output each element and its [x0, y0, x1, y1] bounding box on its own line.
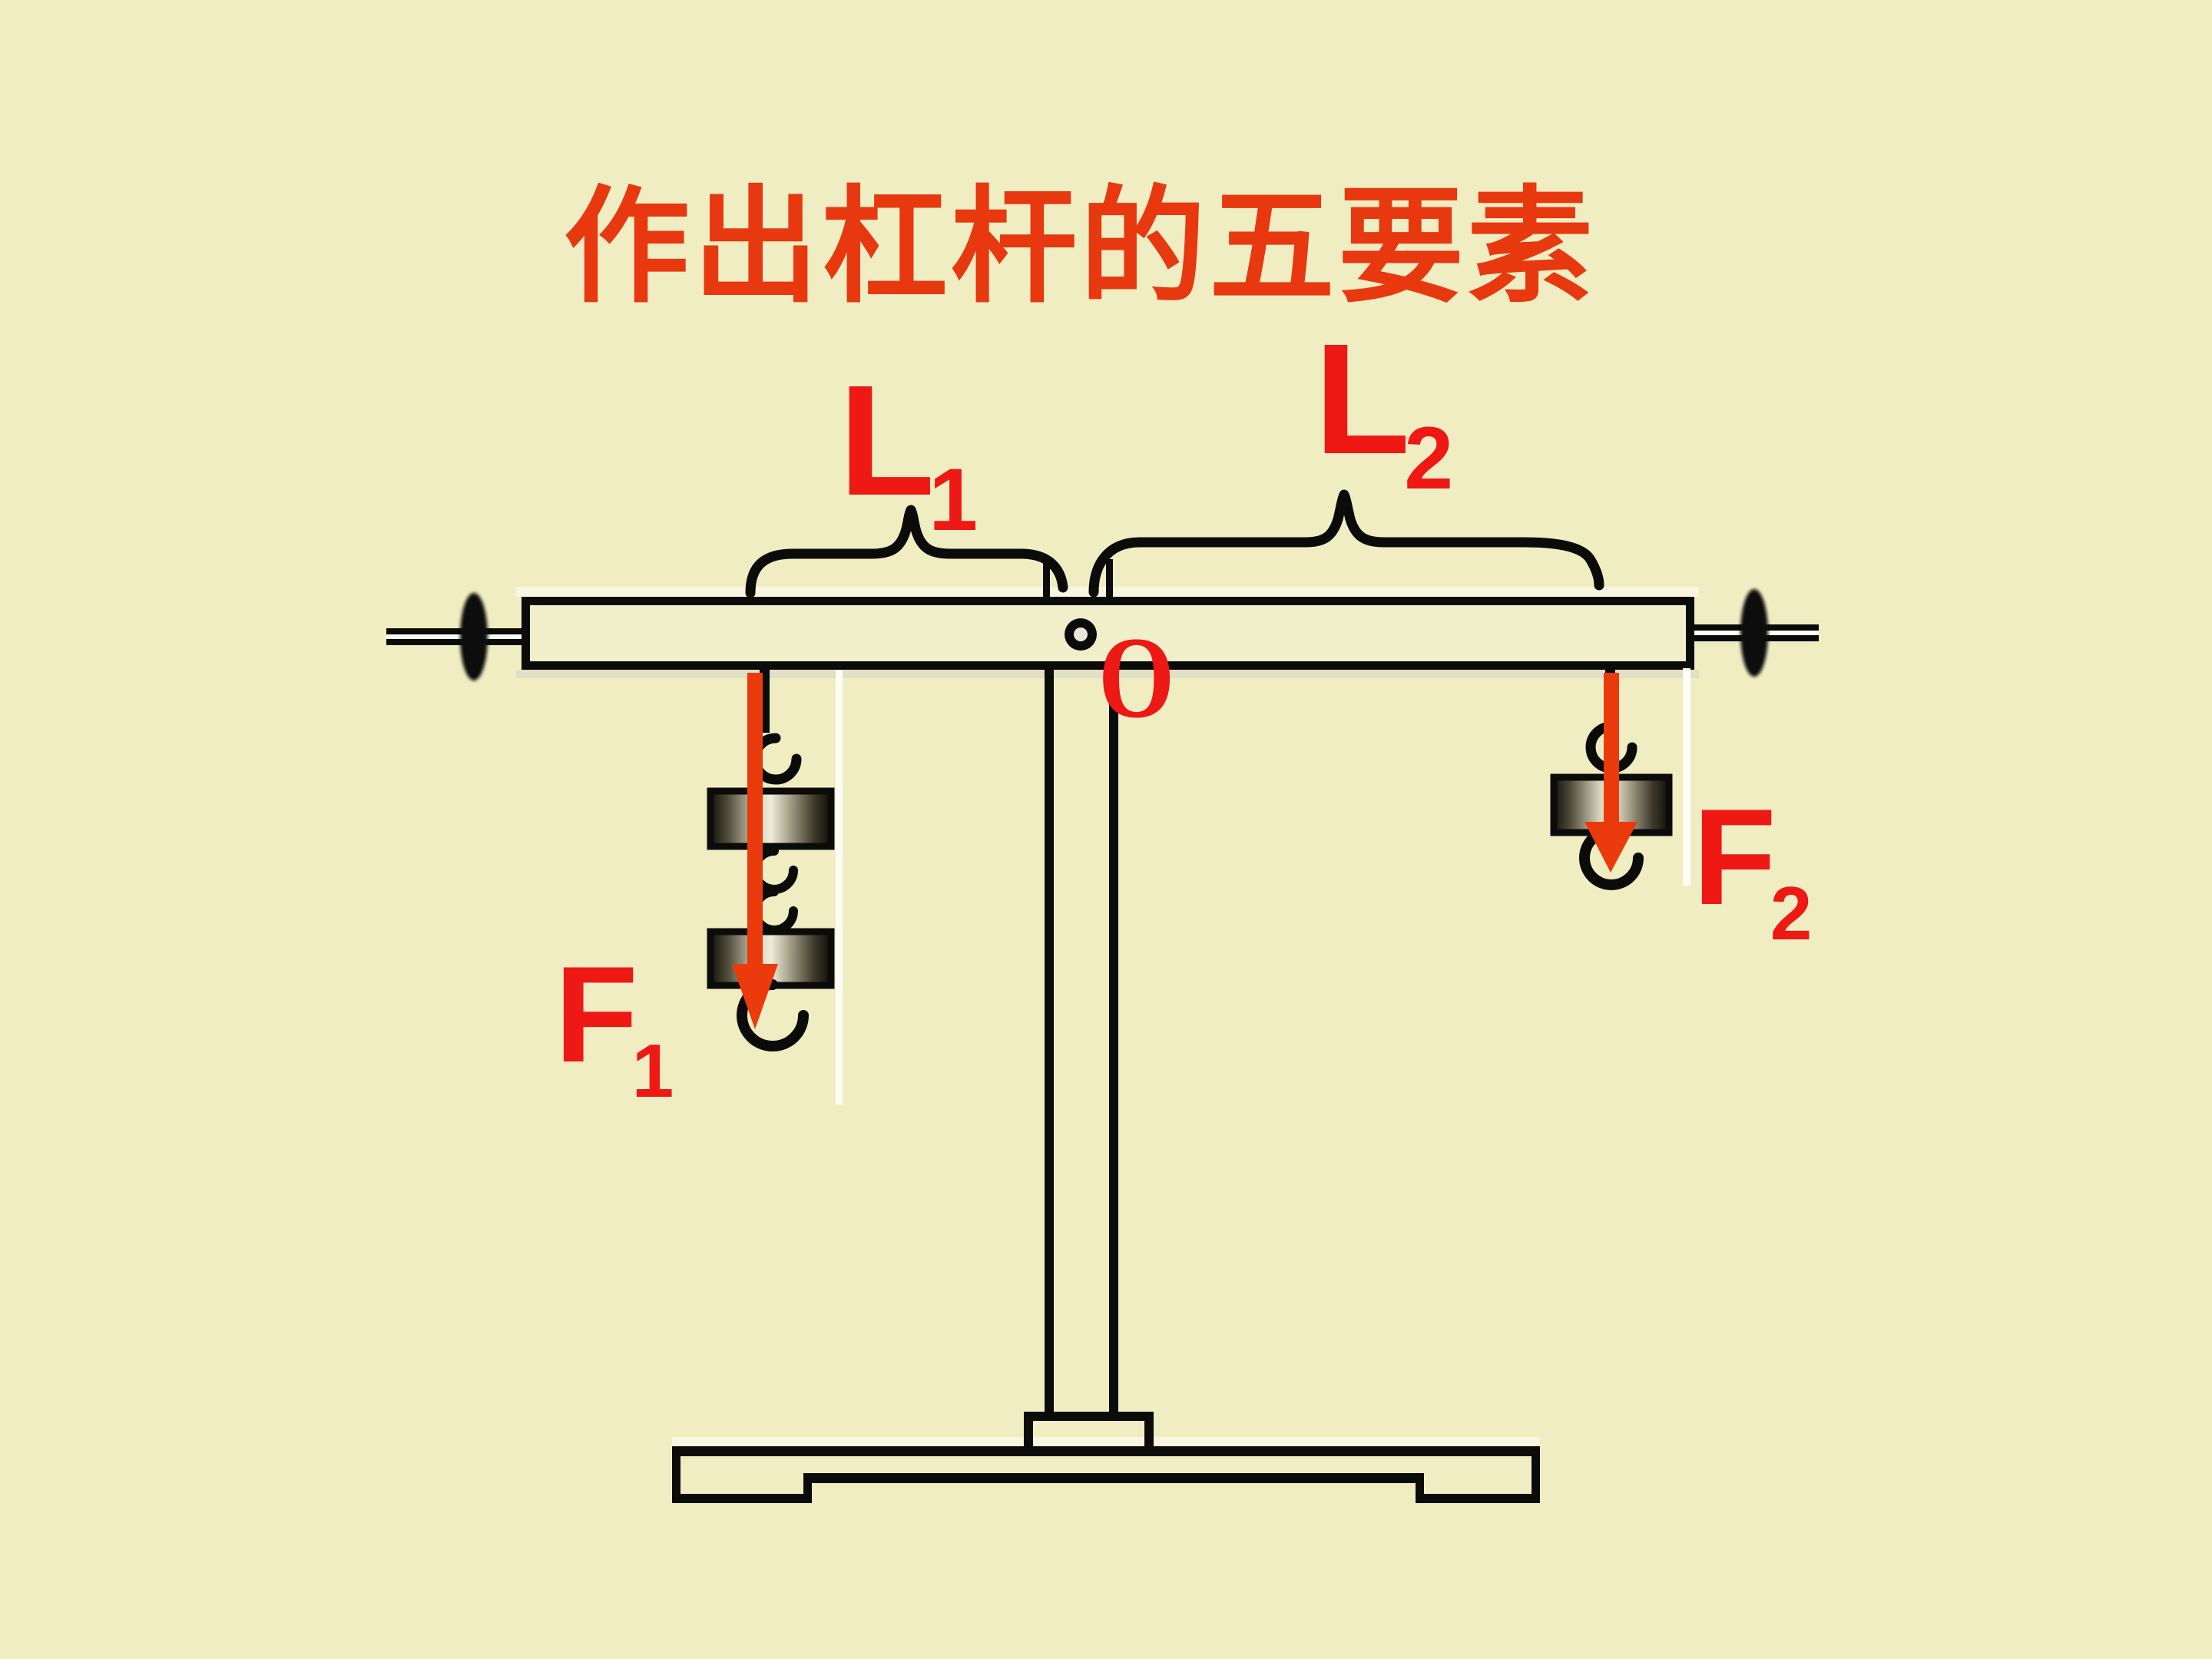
pivot-hole — [1065, 618, 1097, 651]
left-string — [836, 670, 843, 1104]
arrow-f1-head — [732, 964, 778, 1029]
connector-right — [1144, 1412, 1154, 1451]
lever-beam — [522, 597, 1694, 670]
pillar-connector — [1024, 1412, 1154, 1451]
beam-rect — [522, 597, 1694, 670]
label-force-2-sub: 2 — [1770, 871, 1813, 955]
right-string — [1683, 668, 1690, 886]
slide-title: 作出杠杆的五要素 — [564, 177, 1597, 317]
balance-rod-right — [1687, 589, 1819, 677]
base-halo-top — [672, 1437, 1540, 1446]
arrow-f2-shaft — [1604, 673, 1619, 825]
arrow-f1-shaft — [747, 673, 763, 969]
base-left-step — [803, 1476, 812, 1503]
brace-l2-path — [1088, 489, 1604, 598]
right-brace — [1088, 489, 1604, 598]
base-middle-edge — [803, 1473, 1424, 1483]
pillar-right-line — [1109, 667, 1118, 1421]
base-left-foot — [672, 1494, 812, 1503]
base-top-edge — [672, 1446, 1540, 1456]
fulcrum-bracket — [1043, 559, 1113, 601]
right-weight-stack[interactable] — [1550, 665, 1690, 890]
label-force-1: F1 — [555, 946, 674, 1109]
base-left-wall — [672, 1446, 680, 1503]
base-right-foot — [1416, 1494, 1540, 1503]
brace-l1-path — [745, 505, 1068, 598]
right-balance-nut[interactable] — [1740, 589, 1768, 677]
left-balance-nut[interactable] — [460, 593, 488, 680]
label-force-1-main: F — [555, 938, 638, 1091]
connector-top — [1024, 1412, 1154, 1421]
bracket-left-post — [1043, 559, 1050, 601]
label-lever-arm-2: L2 — [1314, 320, 1453, 503]
label-force-2: F2 — [1693, 789, 1812, 952]
label-fulcrum-o: O — [1098, 613, 1175, 742]
force-arrow-f2 — [1584, 673, 1637, 873]
label-lever-arm-1-sub: 1 — [929, 451, 979, 549]
base-right-wall — [1532, 1446, 1540, 1503]
label-lever-arm-2-sub: 2 — [1404, 409, 1454, 508]
left-weight-1[interactable] — [707, 787, 835, 850]
stand-base — [672, 1446, 1540, 1503]
balance-rod-left — [386, 593, 525, 680]
label-lever-arm-2-main: L — [1314, 311, 1411, 487]
pillar-left-line — [1045, 667, 1054, 1421]
label-lever-arm-1: L1 — [839, 362, 978, 545]
right-top-hook — [1585, 721, 1637, 773]
connector-left — [1024, 1412, 1033, 1451]
left-weight-stack[interactable] — [707, 665, 843, 1104]
pivot-center — [1074, 628, 1088, 641]
left-brace — [745, 505, 1068, 598]
bracket-right-post — [1106, 559, 1113, 601]
beam-halo-bottom — [516, 670, 1699, 678]
base-right-step — [1416, 1476, 1424, 1503]
label-lever-arm-1-main: L — [839, 353, 935, 528]
stand-pillar — [1045, 667, 1118, 1421]
force-arrow-f1 — [732, 673, 778, 1029]
left-rod-highlight — [386, 634, 525, 639]
label-force-2-main: F — [1693, 780, 1777, 933]
label-force-1-sub: 1 — [631, 1028, 674, 1113]
arrow-f2-head — [1584, 822, 1637, 873]
